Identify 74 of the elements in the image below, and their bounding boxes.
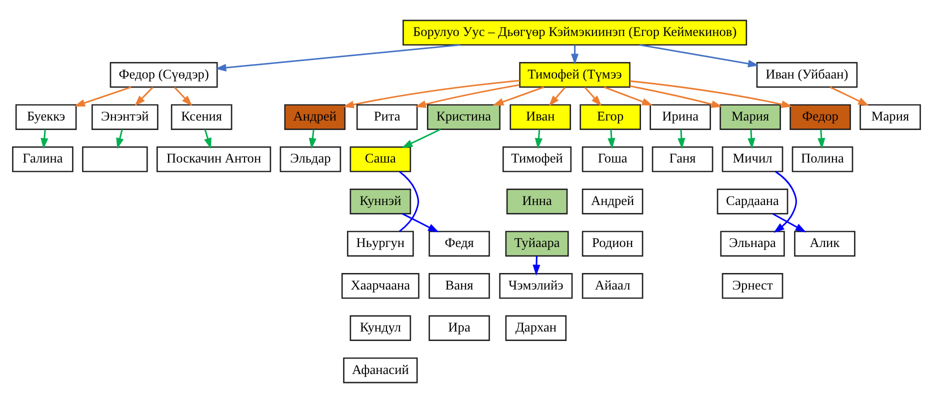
arrow [215,44,460,71]
arrow [492,86,544,106]
node-box: Ганя [652,146,714,172]
node-box: Мария [720,104,781,130]
arrow [548,86,566,106]
arrow [639,44,759,67]
arrow [608,129,616,149]
arrow [534,128,543,148]
node-box: Ксения [170,104,232,130]
node-box: Полина [792,146,854,172]
node-box: Ньургун [346,230,414,256]
node-box: Поскачин Антон [156,146,272,172]
node-box: Гоша [582,146,644,172]
arrow [74,86,132,106]
node-box: Ваня [428,272,490,298]
node-box: Мичил [722,146,784,172]
arrow [402,212,439,232]
arrow [570,44,579,64]
arrow [630,80,792,108]
node-box: Галина [12,146,74,172]
node-box: Айаал [582,272,644,298]
arrow [174,86,192,106]
node-box [82,146,148,172]
arrow [604,86,653,106]
arrow [308,128,316,148]
node-box: Федя [428,230,490,256]
arrow [748,129,756,149]
node-box: Егор [580,104,641,130]
node-box: Кундул [350,314,412,341]
node-box: Федор (Сүөдэр) [110,61,218,88]
node-box: Инна [506,188,568,214]
arrow [402,128,441,148]
arrow [204,128,212,148]
arrow [116,128,124,148]
node-box: Тимофей (Түмээ [519,61,630,88]
node-box: Эльнара [720,230,785,256]
node-box: Андрей [284,104,346,130]
arrow [584,86,602,106]
node-box: Туйаара [505,230,569,256]
node-box: Чэмэлийэ [499,272,573,298]
node-box: Иван [510,104,572,130]
node-box: Афанасий [343,356,418,383]
node-box: Борулуо Уус – Дьөгүөр Кэймэкиинэп (Егор Кеймекинов) [402,19,748,46]
arrow [678,129,686,149]
arrow [532,256,540,276]
node-box: Энэнтэй [92,104,158,130]
node-box: Куннэй [350,188,412,214]
arrow [342,79,520,108]
node-box: Буеккэ [15,104,77,130]
node-box: Дархан [505,314,567,341]
arrow [630,84,722,108]
node-box: Сардаана [716,188,788,214]
node-box: Андрей [582,188,644,214]
arrow [40,128,48,148]
node-box: Хаарчаана [341,272,420,298]
arrow [774,170,797,232]
node-box: Ирина [650,104,711,130]
node-box: Рита [356,104,418,130]
node-box: Кристина [426,104,500,130]
node-box: Эльдар [280,146,342,172]
arrow [772,212,806,232]
node-box: Ира [428,314,490,341]
node-box: Родион [582,230,644,256]
arrow [134,86,154,106]
connector [399,170,420,232]
arrow [818,129,826,148]
node-box: Тимофей [502,146,572,172]
node-box: Алик [794,230,856,256]
arrow [414,84,520,108]
node-box: Саша [350,146,412,172]
node-box: Мария [860,104,921,130]
node-box: Иван (Уйбаан) [756,61,858,88]
node-box: Эрнест [722,272,784,298]
node-box: Федор [790,104,851,130]
